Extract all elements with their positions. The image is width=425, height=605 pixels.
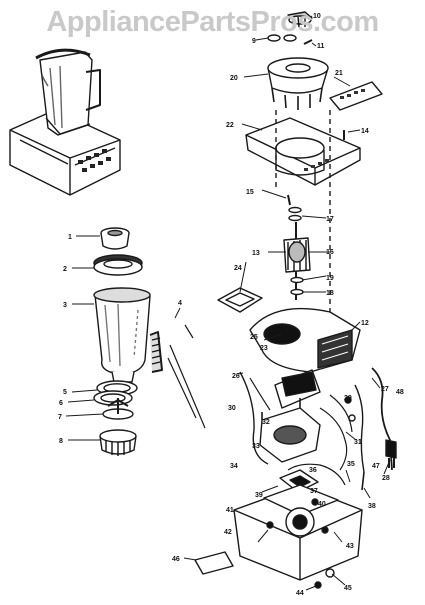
callout-34: 34 xyxy=(230,463,238,470)
callout-33: 33 xyxy=(252,443,260,450)
callout-19: 19 xyxy=(326,275,334,282)
base-housing-parts xyxy=(194,469,363,589)
callout-24: 24 xyxy=(234,265,242,272)
callout-45: 45 xyxy=(344,585,352,592)
callout-23: 23 xyxy=(260,345,268,352)
callout-46: 46 xyxy=(172,556,180,563)
callout-1: 1 xyxy=(68,234,72,241)
callout-42: 42 xyxy=(224,529,232,536)
callout-25: 25 xyxy=(250,334,258,341)
callout-14: 14 xyxy=(361,128,369,135)
callout-18: 18 xyxy=(326,290,334,297)
callout-20: 20 xyxy=(230,75,238,82)
callout-36: 36 xyxy=(309,467,317,474)
callout-31: 31 xyxy=(354,439,362,446)
leader-lines xyxy=(65,15,391,591)
callout-30: 30 xyxy=(228,405,236,412)
callout-38: 38 xyxy=(368,503,376,510)
callout-47: 47 xyxy=(372,463,380,470)
callout-41: 41 xyxy=(226,507,234,514)
callout-27: 27 xyxy=(381,386,389,393)
callout-40: 40 xyxy=(318,501,326,508)
callout-5: 5 xyxy=(63,389,67,396)
callout-16: 16 xyxy=(326,249,334,256)
callout-37: 37 xyxy=(310,488,318,495)
callout-26: 26 xyxy=(232,373,240,380)
callout-17: 17 xyxy=(326,216,334,223)
callout-39: 39 xyxy=(255,492,263,499)
callout-29: 29 xyxy=(344,395,352,402)
callout-28: 28 xyxy=(382,475,390,482)
callout-10: 10 xyxy=(313,13,321,20)
callout-13: 13 xyxy=(252,250,260,257)
callout-48: 48 xyxy=(396,389,404,396)
callout-12: 12 xyxy=(361,320,369,327)
callout-11: 11 xyxy=(317,43,325,50)
callout-43: 43 xyxy=(346,543,354,550)
callout-35: 35 xyxy=(347,461,355,468)
callout-2: 2 xyxy=(63,266,67,273)
callout-3: 3 xyxy=(63,302,67,309)
callout-21: 21 xyxy=(335,70,343,77)
callout-6: 6 xyxy=(59,400,63,407)
callout-44: 44 xyxy=(296,590,304,597)
callout-9: 9 xyxy=(252,38,256,45)
callout-8: 8 xyxy=(59,438,63,445)
callout-22: 22 xyxy=(226,122,234,129)
jar-assembly-parts xyxy=(93,227,206,456)
callout-32: 32 xyxy=(262,419,270,426)
callout-4: 4 xyxy=(178,300,182,307)
callout-7: 7 xyxy=(58,414,62,421)
assembled-blender xyxy=(9,48,121,196)
callout-15: 15 xyxy=(246,189,254,196)
upper-housing-parts xyxy=(245,11,383,320)
motor-parts xyxy=(217,194,397,491)
